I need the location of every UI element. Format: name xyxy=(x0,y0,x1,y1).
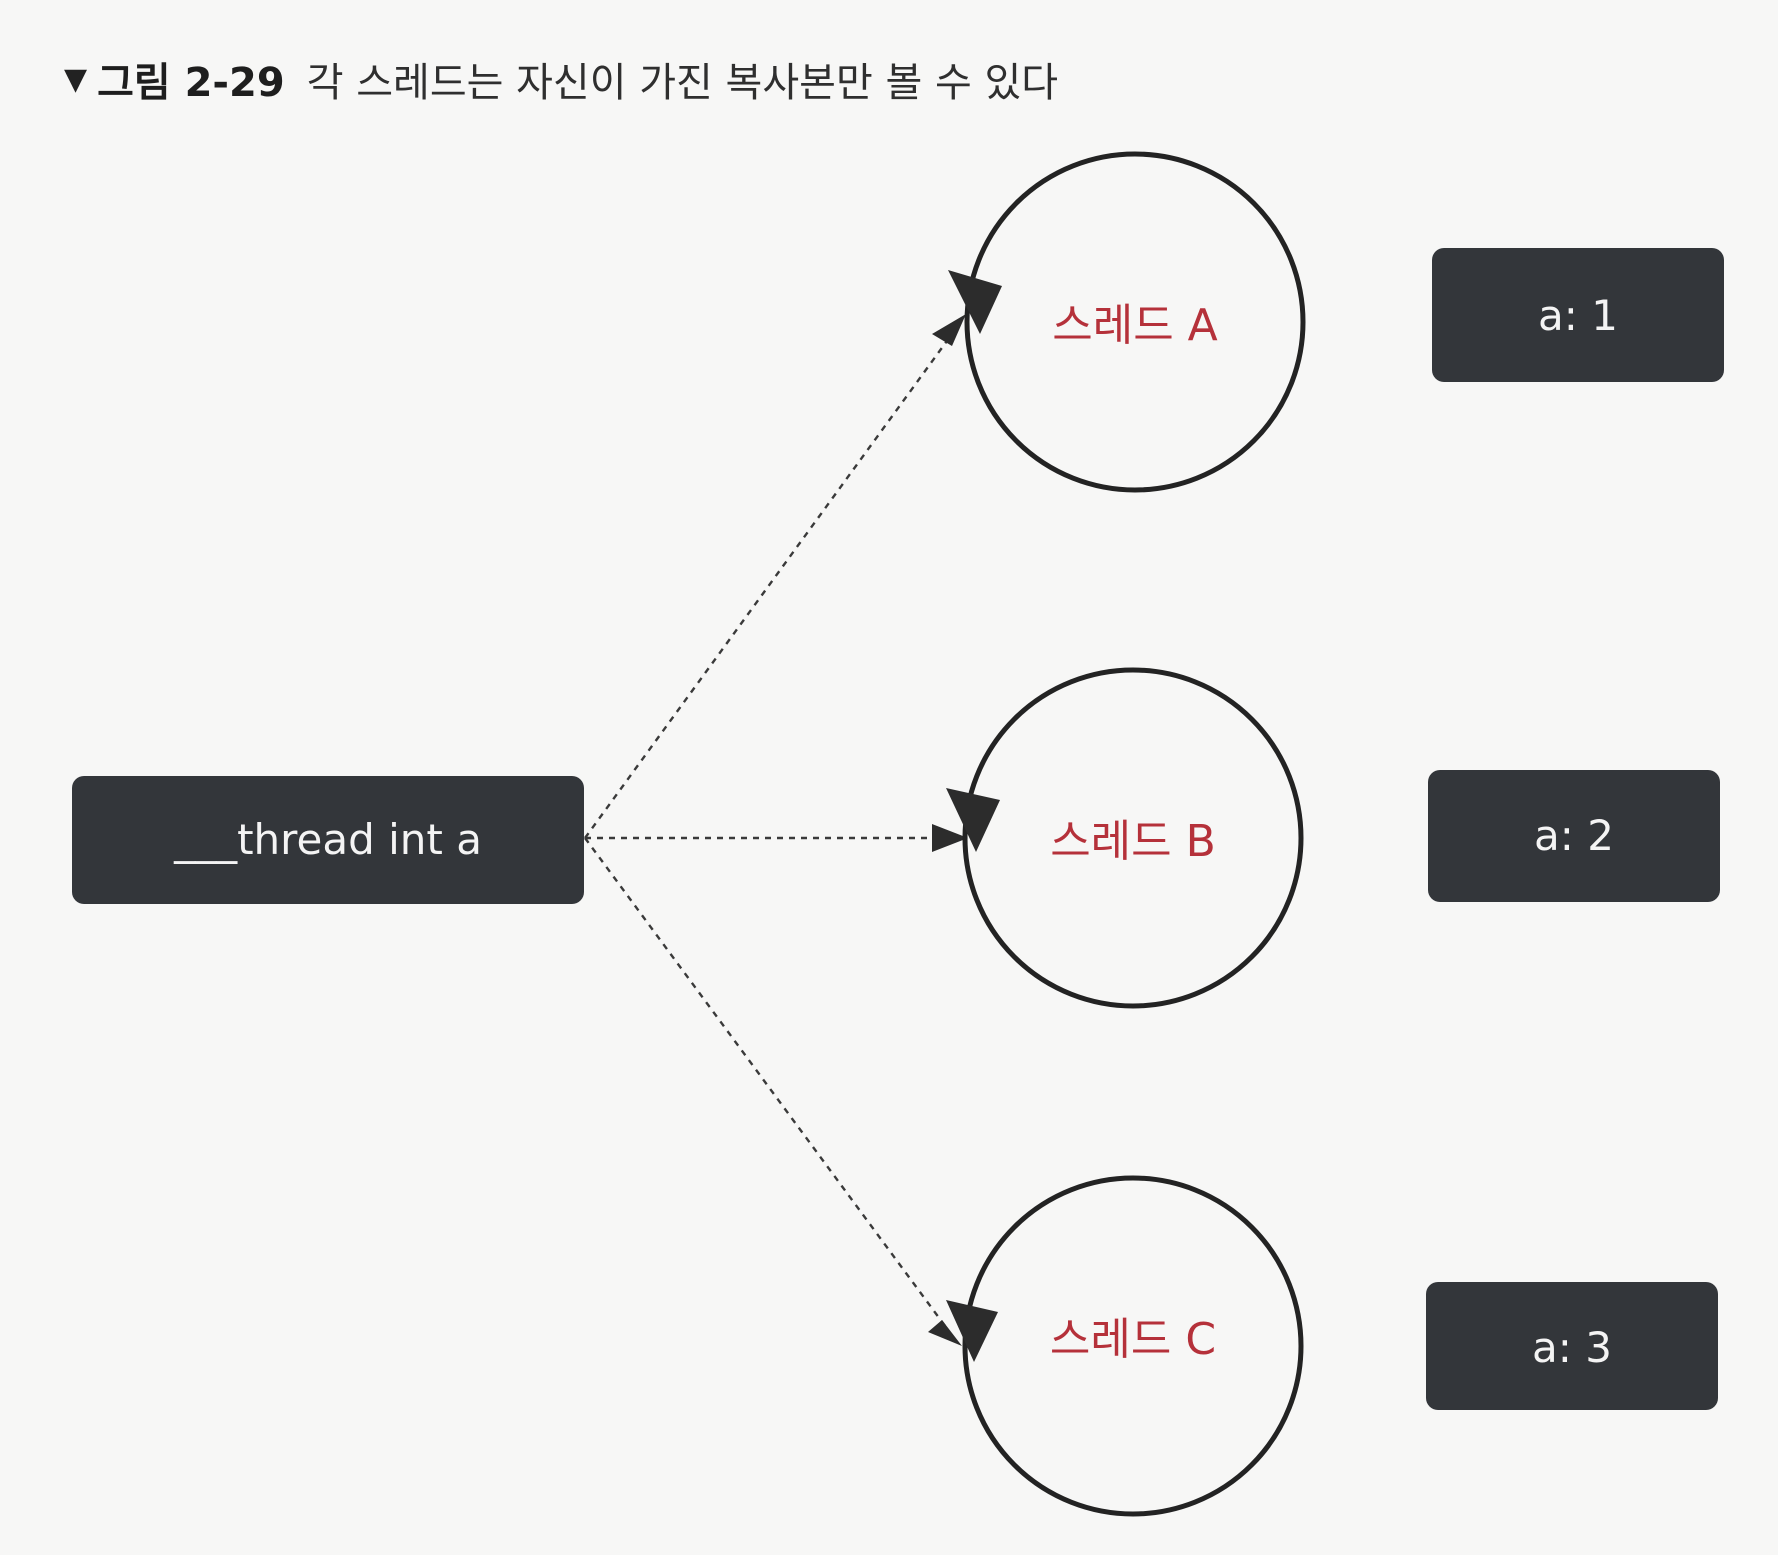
arrow-head-thread-b-icon xyxy=(932,824,968,852)
figure-title: 각 스레드는 자신이 가진 복사본만 볼 수 있다 xyxy=(306,60,1059,106)
thread-b-circle xyxy=(962,667,1304,1009)
thread-c-value-box xyxy=(1426,1282,1718,1410)
thread-a-circle xyxy=(964,151,1306,493)
thread-b-value-box xyxy=(1428,770,1720,902)
thread-a-label: 스레드 A xyxy=(1052,300,1218,351)
thread-c-label: 스레드 C xyxy=(1050,1314,1216,1365)
thread-b-cycle-arrow-icon xyxy=(946,788,1000,852)
edge-to-thread-c xyxy=(584,837,949,1331)
thread-c-cycle-arrow-icon xyxy=(946,1300,998,1362)
thread-a-cycle-arrow-icon xyxy=(948,270,1002,334)
thread-c-value: a: 3 xyxy=(1532,1323,1612,1372)
arrow-head-thread-a-icon xyxy=(932,314,966,346)
thread-b-value: a: 2 xyxy=(1534,811,1614,860)
source-variable: ___thread int a xyxy=(72,776,584,904)
thread-c: 스레드 C a: 3 xyxy=(946,1175,1718,1517)
source-label: ___thread int a xyxy=(173,815,482,864)
arrow-head-thread-c-icon xyxy=(928,1320,962,1346)
connectors xyxy=(584,314,968,1346)
thread-c-circle xyxy=(962,1175,1304,1517)
source-box xyxy=(72,776,584,904)
thread-b: 스레드 B a: 2 xyxy=(946,667,1720,1009)
edge-to-thread-a xyxy=(584,333,953,839)
caption-triangle-icon: ▼ xyxy=(64,61,88,97)
figure-number: 그림 2-29 xyxy=(97,60,285,106)
thread-a: 스레드 A a: 1 xyxy=(948,151,1724,493)
thread-a-value-box xyxy=(1432,248,1724,382)
thread-b-label: 스레드 B xyxy=(1050,816,1216,867)
figure-caption: ▼ 그림 2-29 각 스레드는 자신이 가진 복사본만 볼 수 있다 xyxy=(64,44,1058,114)
thread-a-value: a: 1 xyxy=(1538,291,1618,340)
